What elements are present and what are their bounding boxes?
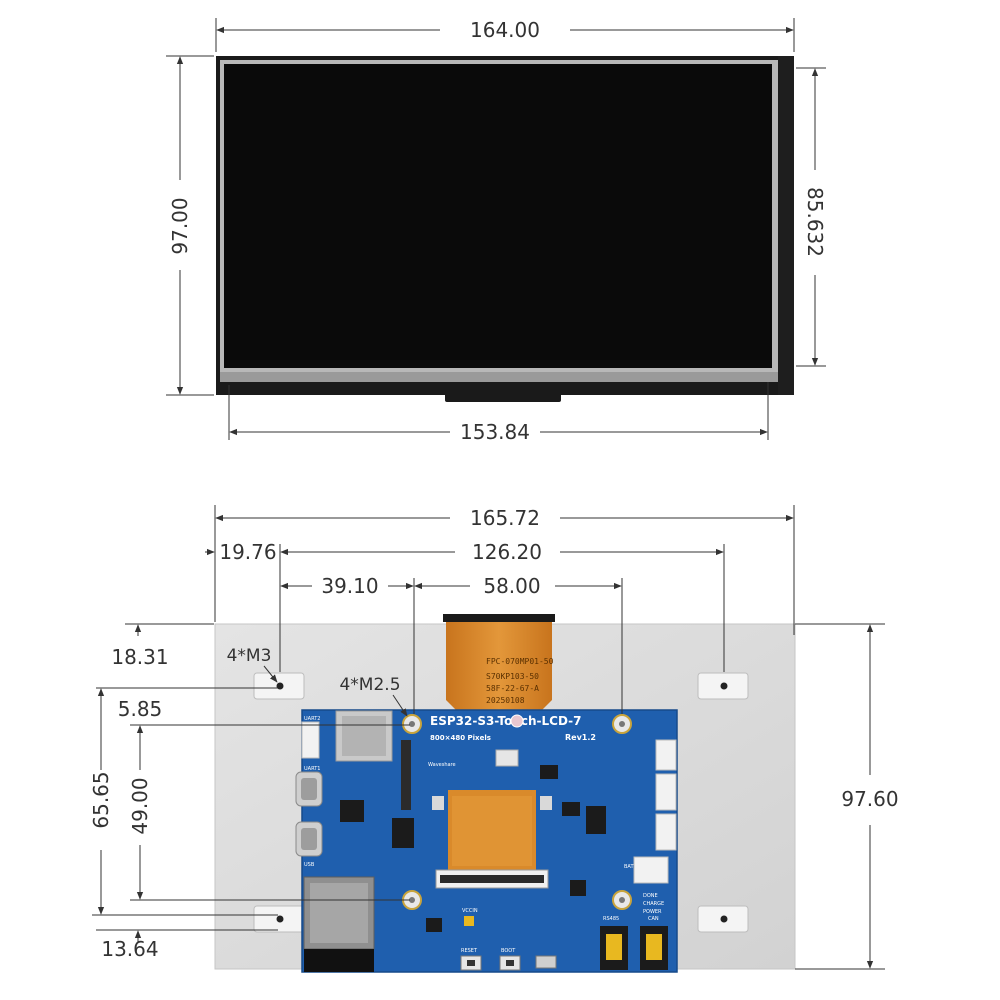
label-can: CAN — [648, 916, 659, 922]
label-done: DONE — [643, 893, 658, 899]
dim-bottom-height: 97.60 — [841, 787, 898, 811]
right-connector — [655, 773, 677, 811]
fpc-line-1: FPC-070MP01-50 — [486, 657, 554, 666]
label-boot: BOOT — [501, 948, 516, 954]
m25-hole-label: 4*M2.5 — [339, 675, 400, 695]
display-frame-right — [778, 56, 794, 395]
dim-top-active-width: 153.84 — [460, 420, 530, 444]
label-rs485: RS485 — [603, 916, 619, 922]
right-connector — [655, 813, 677, 851]
label-charge: CHARGE — [643, 901, 664, 907]
dim-top-height: 97.00 — [168, 197, 192, 254]
display-fpc-opening — [432, 796, 444, 810]
label-vccin: VCCIN — [462, 908, 478, 914]
ic-chip — [340, 800, 364, 822]
battery-connector — [633, 856, 669, 884]
display-bottom-tab — [445, 390, 561, 402]
dim-hole-offset-left: 19.76 — [219, 540, 276, 564]
vccin-pad — [464, 916, 474, 926]
label-uart2: UART2 — [304, 716, 320, 722]
fpc-line-4: 20250108 — [486, 696, 525, 705]
ic-chip — [562, 802, 580, 816]
top-view: 164.00 97.00 85.632 153.84 — [166, 18, 827, 444]
fpc-line-3: 58F-22-67-A — [486, 684, 539, 693]
ic-chip — [392, 818, 414, 848]
display-bottom-strip — [220, 372, 778, 382]
pcb-board: ESP32-S3-Touch-LCD-7 800×480 Pixels Rev1… — [295, 709, 678, 973]
label-usb: USB — [304, 862, 315, 868]
fpc-line-2: S70KP103-50 — [486, 672, 539, 681]
label-reset: RESET — [461, 948, 478, 954]
pin-header — [401, 740, 411, 810]
m3-standoff — [697, 905, 749, 933]
m3-standoff — [253, 672, 305, 700]
label-uart1: UART1 — [304, 766, 320, 772]
dim-top-width: 164.00 — [470, 18, 540, 42]
dim-vertical-m3-span: 65.65 — [89, 771, 113, 828]
dim-hole-span-m3: 126.20 — [472, 540, 542, 564]
rgb-led — [510, 714, 524, 728]
board-revision: Rev1.2 — [565, 733, 596, 742]
display-screen — [224, 64, 772, 368]
right-connector — [655, 739, 677, 771]
ic-chip — [540, 765, 558, 779]
dim-hole-offset-m25: 39.10 — [321, 574, 378, 598]
label-waveshare: Waveshare — [428, 762, 456, 768]
esp32-module — [303, 876, 375, 972]
board-resolution: 800×480 Pixels — [430, 734, 491, 742]
m3-standoff — [697, 672, 749, 700]
dim-pcb-offset-top: 5.85 — [118, 697, 163, 721]
ic-chip — [586, 806, 606, 834]
slide-switch — [535, 955, 557, 969]
m3-standoff — [253, 905, 305, 933]
ic-chip — [570, 880, 586, 896]
dim-vertical-m25-span: 49.00 — [128, 777, 152, 834]
label-bat: BAT — [624, 864, 634, 870]
dim-bottom-offset: 13.64 — [101, 937, 158, 961]
fpc-ribbon: FPC-070MP01-50 S70KP103-50 58F-22-67-A 2… — [443, 614, 555, 712]
usb-chip — [495, 749, 519, 767]
dim-hole-offset-top: 18.31 — [111, 645, 168, 669]
dim-top-active-height: 85.632 — [803, 187, 827, 257]
uart2-connector — [301, 721, 320, 759]
dim-bottom-width: 165.72 — [470, 506, 540, 530]
bottom-view: FPC-070MP01-50 S70KP103-50 58F-22-67-A 2… — [89, 505, 899, 973]
dim-hole-span-m25: 58.00 — [483, 574, 540, 598]
m3-hole-label: 4*M3 — [227, 646, 272, 666]
board-name: ESP32-S3-Touch-LCD-7 — [430, 714, 582, 728]
label-power: POWER — [643, 909, 662, 915]
ic-chip — [426, 918, 442, 932]
